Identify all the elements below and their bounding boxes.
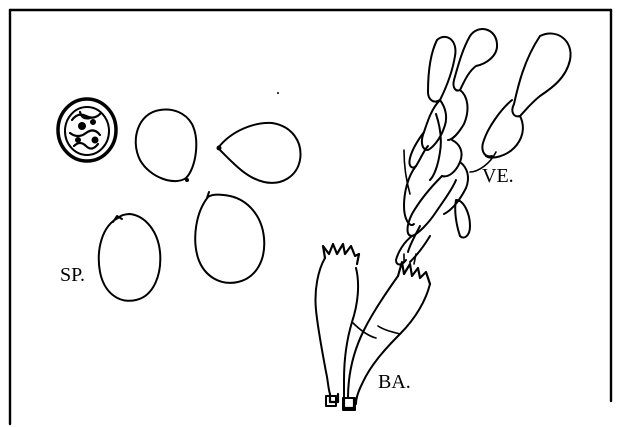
label-basidia: BA. <box>378 372 411 392</box>
spore-3 <box>99 214 161 301</box>
spore-1 <box>136 110 197 182</box>
spore-dark <box>58 99 116 161</box>
basidia-group <box>315 244 430 410</box>
figure-frame <box>10 10 611 424</box>
vesicles-group <box>396 29 571 264</box>
spore-4 <box>195 195 264 283</box>
label-spores: SP. <box>60 265 85 285</box>
basidium-left <box>315 258 358 398</box>
label-vesicles: VE. <box>482 166 514 186</box>
spore-2 <box>218 123 300 183</box>
speck <box>277 92 279 94</box>
spores-group <box>58 99 300 301</box>
